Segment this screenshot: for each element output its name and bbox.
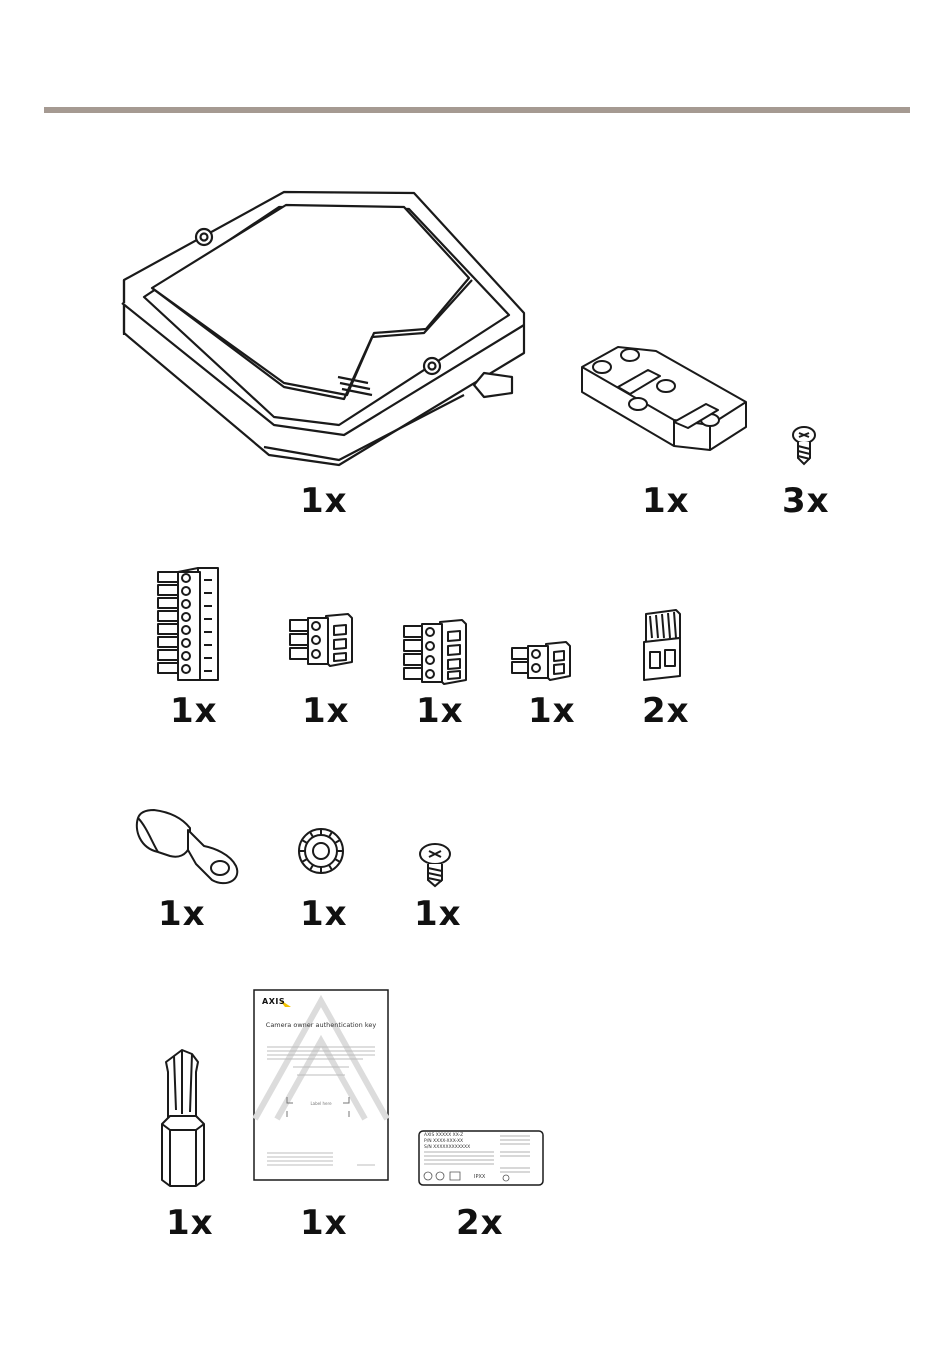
qty-label: 1x bbox=[302, 694, 350, 728]
qty-label: 2x bbox=[642, 694, 690, 728]
qty-label: 1x bbox=[300, 897, 348, 931]
terminal-block-4pin-item bbox=[400, 618, 468, 686]
torx-bit-item bbox=[156, 1048, 210, 1188]
doc-brand: AXIS bbox=[262, 997, 285, 1006]
label-rating: IPXX bbox=[474, 1174, 485, 1180]
qty-label: 1x bbox=[170, 694, 218, 728]
ground-screw-item bbox=[418, 842, 452, 888]
terminal-block-8pin-item bbox=[152, 566, 222, 686]
qty-label: 1x bbox=[528, 694, 576, 728]
screw-icon bbox=[790, 424, 818, 466]
torx-bit-icon bbox=[156, 1048, 210, 1188]
qty-label: 1x bbox=[300, 1206, 348, 1240]
plug-connector-icon bbox=[638, 608, 686, 682]
auth-key-doc-item: AXIS Camera owner authentication key Lab… bbox=[253, 989, 389, 1181]
qty-label: 1x bbox=[642, 484, 690, 518]
qty-label: 1x bbox=[414, 897, 462, 931]
document-icon bbox=[253, 989, 389, 1181]
qty-label: 3x bbox=[782, 484, 830, 518]
clip-screw-item bbox=[790, 424, 818, 466]
din-clip-icon bbox=[578, 342, 750, 457]
doc-field-label: Label here bbox=[253, 1101, 389, 1106]
qty-label: 1x bbox=[158, 897, 206, 931]
terminal-block-icon bbox=[286, 612, 354, 668]
connector-plug-item bbox=[638, 608, 686, 682]
main-unit-item bbox=[114, 185, 534, 475]
terminal-block-icon bbox=[152, 566, 222, 686]
lock-washer-item bbox=[296, 826, 346, 876]
terminal-block-icon bbox=[508, 640, 572, 682]
washer-icon bbox=[296, 826, 346, 876]
terminal-block-2pin-item bbox=[508, 640, 572, 682]
terminal-block-3pin-item bbox=[286, 612, 354, 668]
ring-terminal-item bbox=[130, 808, 246, 886]
qty-label: 1x bbox=[300, 484, 348, 518]
label-sticker-item: AXIS XXXXX XX-Z P/N XXXX-XXX-XX S/N XXXX… bbox=[418, 1130, 544, 1186]
label-part-number: P/N XXXX-XXX-XX bbox=[424, 1139, 463, 1144]
terminal-block-icon bbox=[400, 618, 468, 686]
doc-title: Camera owner authentication key bbox=[253, 1021, 389, 1029]
ring-lug-icon bbox=[130, 808, 246, 886]
qty-label: 2x bbox=[456, 1206, 504, 1240]
din-rail-clip-item bbox=[578, 342, 750, 457]
label-serial: S/N XXXXXXXXXXXX bbox=[424, 1145, 470, 1150]
label-model: AXIS XXXXX XX-Z bbox=[424, 1133, 463, 1138]
header-rule bbox=[44, 107, 910, 113]
io-module-icon bbox=[114, 185, 534, 475]
qty-label: 1x bbox=[416, 694, 464, 728]
qty-label: 1x bbox=[166, 1206, 214, 1240]
screw-icon bbox=[418, 842, 452, 888]
